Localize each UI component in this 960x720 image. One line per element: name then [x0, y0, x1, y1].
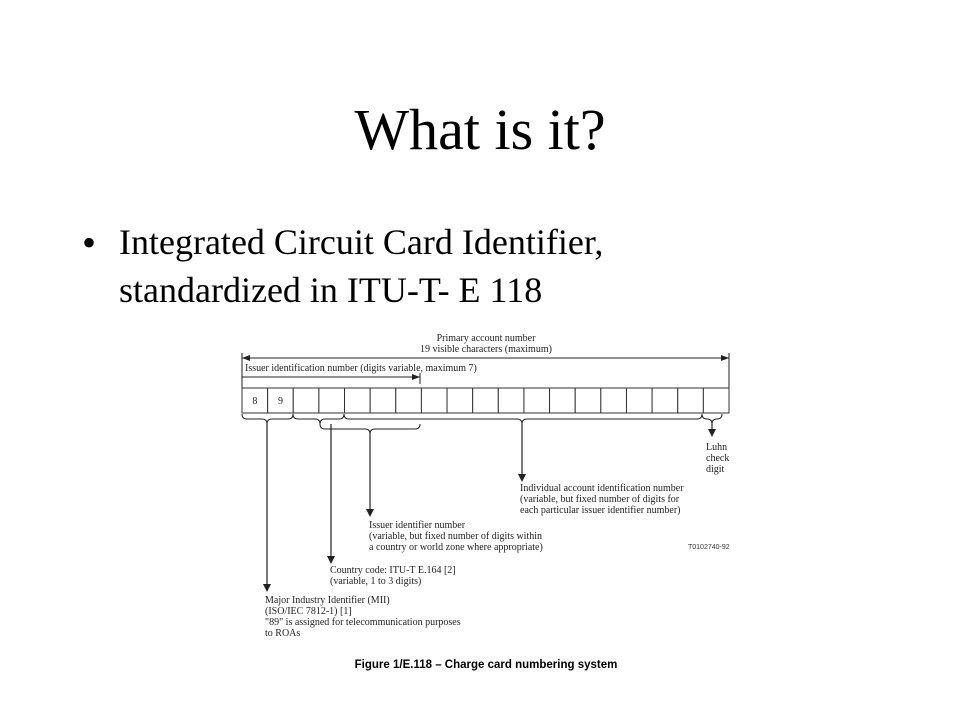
primary-account-span [241, 353, 730, 388]
bullet-line-2: standardized in ITU-T- E 118 [119, 270, 543, 310]
country-label-2: (variable, 1 to 3 digits) [330, 576, 421, 587]
bullet-dot: • [82, 220, 97, 265]
iin-label: Issuer identification number (digits var… [245, 363, 477, 374]
primary-account-label-2: 19 visible characters (maximum) [420, 344, 552, 355]
digit-cell [600, 387, 627, 414]
luhn-label-3: digit [706, 464, 725, 475]
slide-title: What is it? [354, 97, 606, 162]
digit-cell [625, 387, 653, 414]
digit-cell [420, 387, 448, 414]
mii-label-1: Major Industry Identifier (MII) [265, 595, 390, 606]
digit-cell [523, 387, 551, 414]
digit-cell [549, 387, 576, 414]
digit-cell [574, 387, 602, 414]
digit-cell [241, 387, 269, 414]
digit-cell [267, 387, 294, 414]
arrow-lines [263, 424, 716, 592]
luhn-label-2: check [706, 453, 729, 464]
issuer-label-3: a country or world zone where appropriat… [369, 542, 543, 553]
digit-cell [446, 387, 474, 414]
digit-cell [318, 387, 346, 414]
group-brackets [241, 413, 723, 435]
digit-cell [292, 387, 320, 414]
digit-cell [472, 387, 499, 414]
digit-cell [651, 387, 679, 414]
figure-code: T0102740-92 [688, 544, 730, 551]
digit-cell [702, 387, 730, 414]
luhn-label-1: Luhn [706, 442, 727, 453]
digit-cell [497, 387, 525, 414]
primary-account-label-1: Primary account number [437, 333, 537, 344]
mii-label-3: "89" is assigned for telecommunication p… [265, 617, 461, 628]
digit-cell-label: 9 [278, 396, 283, 407]
individual-label-2: (variable, but fixed number of digits fo… [520, 494, 680, 505]
issuer-label-1: Issuer identifier number [369, 520, 466, 531]
bullet-text: Integrated Circuit Card Identifier, stan… [119, 218, 899, 314]
individual-label-1: Individual account identification number [520, 483, 684, 494]
individual-label-3: each particular issuer identifier number… [520, 505, 680, 516]
digit-cell [395, 387, 422, 414]
iin-span [242, 373, 421, 384]
issuer-label-2: (variable, but fixed number of digits wi… [369, 531, 542, 542]
digit-cell [677, 387, 704, 414]
digit-cell [369, 387, 397, 414]
digit-cell-label: 8 [252, 396, 257, 407]
mii-label-4: to ROAs [265, 628, 300, 639]
mii-label-2: (ISO/IEC 7812-1) [1] [265, 606, 352, 617]
country-label-1: Country code: ITU-T E.164 [2] [330, 565, 456, 576]
bullet-line-1: Integrated Circuit Card Identifier, [119, 222, 604, 262]
figure-caption: Figure 1/E.118 – Charge card numbering s… [355, 659, 618, 671]
digit-cell [344, 387, 371, 414]
